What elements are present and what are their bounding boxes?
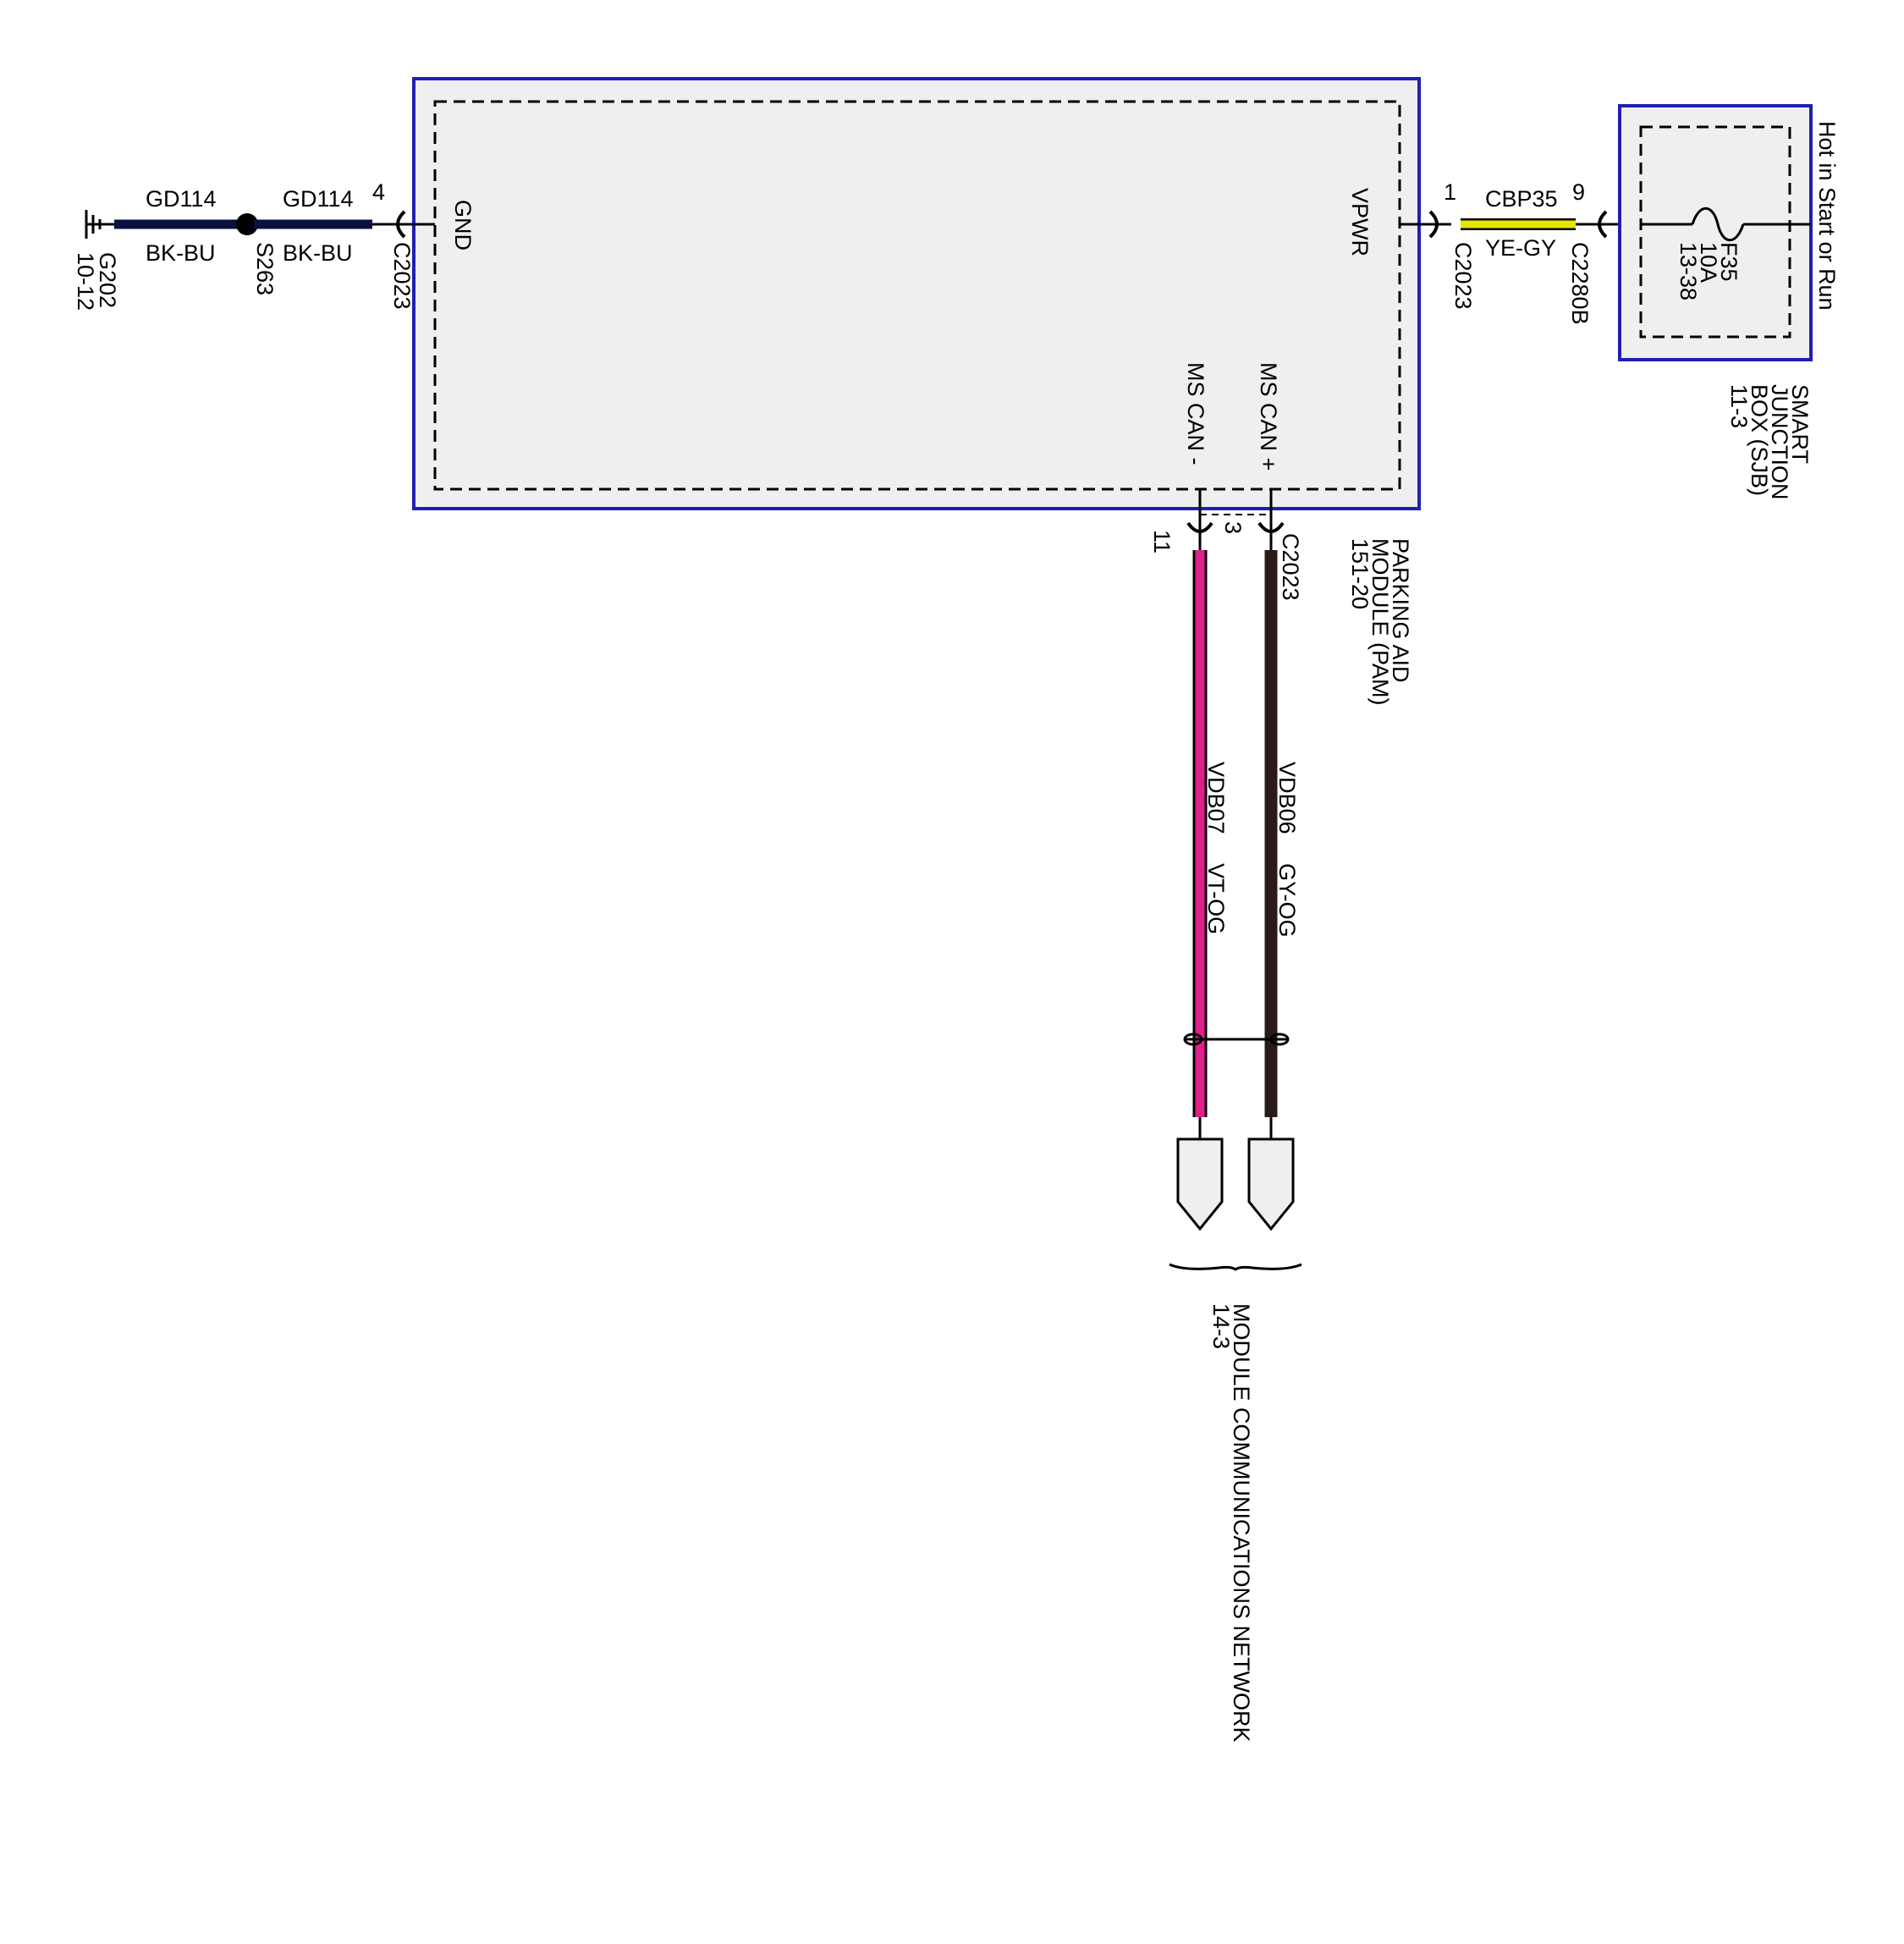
can-minus-wire-color: VT-OG [1203, 863, 1229, 934]
sjb-title-line-2: JUNCTION [1767, 384, 1792, 500]
gnd-connector-id: C2023 [389, 242, 415, 310]
pam-title-line-3: 151-20 [1347, 538, 1373, 609]
can-circuit: 11 3 C2023 VDB07 VT-OG VDB06 GY-OG MODUL… [1149, 489, 1303, 1743]
sjb-supply-label: Hot in Start or Run [1814, 121, 1840, 311]
parking-aid-module: GND VPWR MS CAN - MS CAN + PARKING AID M… [412, 77, 1421, 706]
can-minus-terminal-icon [1176, 1137, 1224, 1231]
smart-junction-box: F35 10A 13-38 Hot in Start or Run SMART … [1618, 104, 1840, 500]
fuse-rating: 10A [1696, 242, 1721, 283]
sjb-title-line-1: SMART [1787, 384, 1813, 464]
pam-title-line-2: MODULE (PAM) [1367, 538, 1393, 706]
fuse-id: F35 [1716, 242, 1742, 282]
power-circuit: 1 C2023 CBP35 YE-GY 9 C2280B [1400, 179, 1701, 325]
vpwr-connector-id: C2023 [1450, 242, 1476, 310]
ground-wire-1-circuit: GD114 [146, 186, 217, 212]
can-minus-connector-icon [1186, 521, 1213, 533]
splice-id: S263 [252, 242, 278, 295]
pam-vpwr-label: VPWR [1347, 188, 1373, 256]
gnd-pin-number: 4 [372, 179, 385, 205]
sjb-pin-number: 9 [1572, 179, 1585, 205]
pam-module-outline [412, 77, 1421, 510]
network-brace-icon [1169, 1263, 1302, 1271]
network-ref: 14-3 [1208, 1303, 1234, 1349]
ground-id: G202 [95, 252, 120, 308]
ground-wire-2-color: BK-BU [283, 240, 353, 266]
pam-title-line-1: PARKING AID [1388, 538, 1413, 683]
can-plus-wire-color: GY-OG [1274, 863, 1300, 938]
vpwr-connector-icon [1428, 210, 1439, 239]
sjb-connector-id: C2280B [1567, 242, 1593, 325]
pam-gnd-label: GND [450, 200, 476, 251]
can-minus-wire-circuit: VDB07 [1203, 762, 1229, 834]
can-plus-terminal-icon [1247, 1137, 1295, 1231]
pam-can-plus-label: MS CAN + [1256, 362, 1281, 471]
twisted-pair-icon [1183, 1033, 1290, 1046]
power-wire-color: YE-GY [1485, 235, 1556, 261]
ground-wire-1-color: BK-BU [146, 240, 216, 266]
ground-symbol-icon [85, 210, 118, 239]
sjb-inner-dashed [1639, 125, 1791, 339]
fuse-ref: 13-38 [1676, 242, 1701, 300]
fuse-icon [1691, 207, 1745, 242]
splice-dot [236, 213, 258, 235]
vpwr-pin-number: 1 [1444, 179, 1456, 205]
sjb-title-line-4: 11-3 [1726, 384, 1752, 428]
ground-wire-2-circuit: GD114 [283, 186, 354, 212]
can-plus-connector-icon [1257, 521, 1285, 533]
network-title: MODULE COMMUNICATIONS NETWORK [1229, 1303, 1254, 1743]
can-plus-wire-circuit: VDB06 [1274, 762, 1300, 834]
can-plus-pin-number: 3 [1220, 521, 1246, 534]
ground-circuit: G202 10-12 GD114 BK-BU S263 GD114 BK-BU … [73, 179, 435, 311]
can-connector-id: C2023 [1278, 533, 1303, 601]
sjb-connector-icon [1598, 210, 1608, 239]
power-wire-circuit: CBP35 [1485, 186, 1558, 212]
sjb-title-line-3: BOX (SJB) [1747, 384, 1772, 496]
ground-ref: 10-12 [73, 252, 98, 311]
pam-can-minus-label: MS CAN - [1183, 362, 1208, 465]
can-minus-pin-number: 11 [1149, 530, 1175, 553]
pam-module-inner-dashed [433, 100, 1401, 491]
gnd-connector-icon [396, 210, 406, 239]
sjb-outline [1618, 104, 1813, 361]
